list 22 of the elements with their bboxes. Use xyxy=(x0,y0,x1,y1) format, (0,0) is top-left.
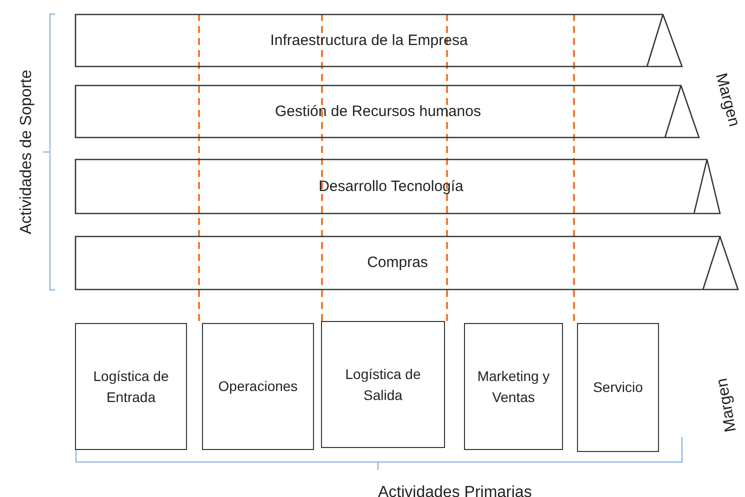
section-label: Margen xyxy=(714,376,740,434)
primary-activity-box xyxy=(577,323,659,452)
node-label: Desarrollo Tecnología xyxy=(318,176,464,197)
node-label: Infraestructura de la Empresa xyxy=(269,30,469,51)
node-label: Compras xyxy=(366,253,429,274)
section-label: Margen xyxy=(711,72,743,128)
node-label: Logística de Entrada xyxy=(92,367,170,406)
support-activity-bar xyxy=(75,236,738,290)
primary-activity-box xyxy=(75,323,187,450)
support-activity-bar xyxy=(75,14,682,67)
support-activity-bar xyxy=(75,85,699,138)
node-label: Gestión de Recursos humanos xyxy=(274,102,482,122)
node-label: Operaciones xyxy=(217,377,299,396)
primary-activity-box xyxy=(464,323,563,450)
section-label: Actividades Primarias xyxy=(378,484,532,497)
primary-activity-box xyxy=(202,323,314,450)
node-label: Logística de Salida xyxy=(344,365,422,404)
node-label: Marketing y Ventas xyxy=(476,367,551,406)
primary-activity-box xyxy=(321,321,445,448)
section-label: Actividades de Soporte xyxy=(18,70,36,234)
support-activity-bar xyxy=(75,159,720,214)
node-label: Servicio xyxy=(592,378,644,398)
